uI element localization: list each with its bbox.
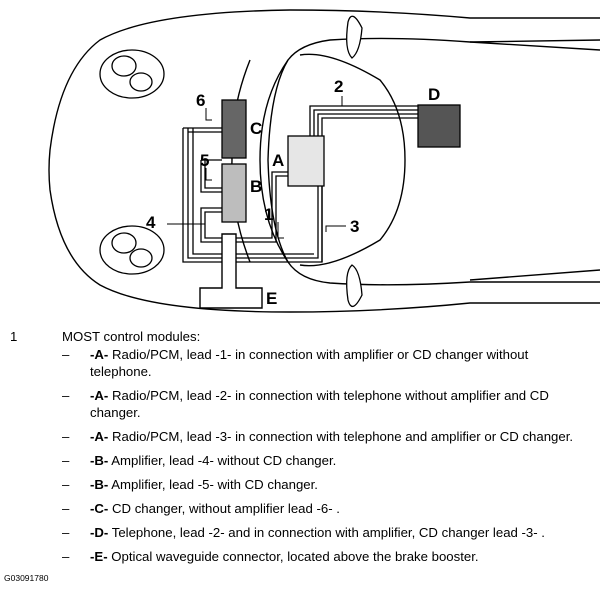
legend-item-text: Amplifier, lead -4- without CD changer. — [108, 453, 337, 468]
connector-e-optical-waveguide — [199, 233, 263, 309]
callout-2: 2 — [334, 77, 343, 96]
legend-item: – -A- Radio/PCM, lead -1- in connection w… — [62, 346, 592, 380]
legend-item-code: -B- — [90, 453, 109, 468]
legend-item-code: -A- — [90, 347, 109, 362]
callout-5: 5 — [200, 151, 209, 170]
callout-a: A — [272, 151, 284, 170]
legend-dash: – — [62, 429, 70, 444]
legend-item-code: -A- — [90, 388, 109, 403]
module-c-cd-changer — [221, 99, 247, 159]
legend-item: – -A- Radio/PCM, lead -3- in connection w… — [62, 428, 592, 445]
legend-item-text: CD changer, without amplifier lead -6- . — [108, 501, 340, 516]
legend-item-text: Radio/PCM, lead -3- in connection with t… — [108, 429, 574, 444]
legend-heading: MOST control modules: — [62, 329, 201, 344]
legend-number: 1 — [10, 329, 18, 344]
legend-item-code: -A- — [90, 429, 109, 444]
legend-dash: – — [62, 549, 70, 564]
legend-item-code: -D- — [90, 525, 109, 540]
legend-dash: – — [62, 453, 70, 468]
headlight-top — [99, 49, 165, 99]
figure-id: G03091780 — [4, 573, 49, 583]
legend-item-code: -B- — [90, 477, 109, 492]
legend-item-text: Telephone, lead -2- and in connection wi… — [108, 525, 545, 540]
legend-dash: – — [62, 525, 70, 540]
legend-item: – -E- Optical waveguide connector, locate… — [62, 548, 592, 565]
callout-3: 3 — [350, 217, 359, 236]
legend-dash: – — [62, 501, 70, 516]
callout-c: C — [250, 119, 262, 138]
legend-item-text: Radio/PCM, lead -2- in connection with t… — [90, 388, 549, 420]
module-a-radio-pcm — [287, 135, 325, 187]
legend-item: – -B- Amplifier, lead -4- without CD chan… — [62, 452, 592, 469]
legend-item-text: Radio/PCM, lead -1- in connection with a… — [90, 347, 529, 379]
car-outline — [48, 9, 600, 313]
legend-item-code: -E- — [90, 549, 108, 564]
callout-1: 1 — [264, 205, 273, 224]
mirror-bottom — [346, 264, 363, 307]
callout-d: D — [428, 85, 440, 104]
wiring-leads — [182, 105, 418, 263]
legend-item-text: Optical waveguide connector, located abo… — [107, 549, 479, 564]
callout-6: 6 — [196, 91, 205, 110]
car-wiring-diagram: 6 C 5 A B 4 1 2 D 3 E — [48, 9, 600, 313]
headlight-bottom — [99, 225, 165, 275]
mirror-top — [346, 15, 363, 59]
legend-dash: – — [62, 388, 70, 403]
callout-e: E — [266, 289, 277, 308]
legend-item: – -B- Amplifier, lead -5- with CD changer… — [62, 476, 592, 493]
legend-list: – -A- Radio/PCM, lead -1- in connection w… — [62, 346, 592, 572]
legend-dash: – — [62, 347, 70, 362]
legend-dash: – — [62, 477, 70, 492]
module-d-telephone — [417, 104, 461, 148]
legend-item-text: Amplifier, lead -5- with CD changer. — [108, 477, 318, 492]
module-b-amplifier — [221, 163, 247, 223]
legend-item: – -C- CD changer, without amplifier lead … — [62, 500, 592, 517]
callout-b: B — [250, 177, 262, 196]
legend-item: – -D- Telephone, lead -2- and in connecti… — [62, 524, 592, 541]
legend-item: – -A- Radio/PCM, lead -2- in connection w… — [62, 387, 592, 421]
legend-item-code: -C- — [90, 501, 109, 516]
callout-leaders — [167, 96, 348, 239]
callout-4: 4 — [146, 213, 156, 232]
